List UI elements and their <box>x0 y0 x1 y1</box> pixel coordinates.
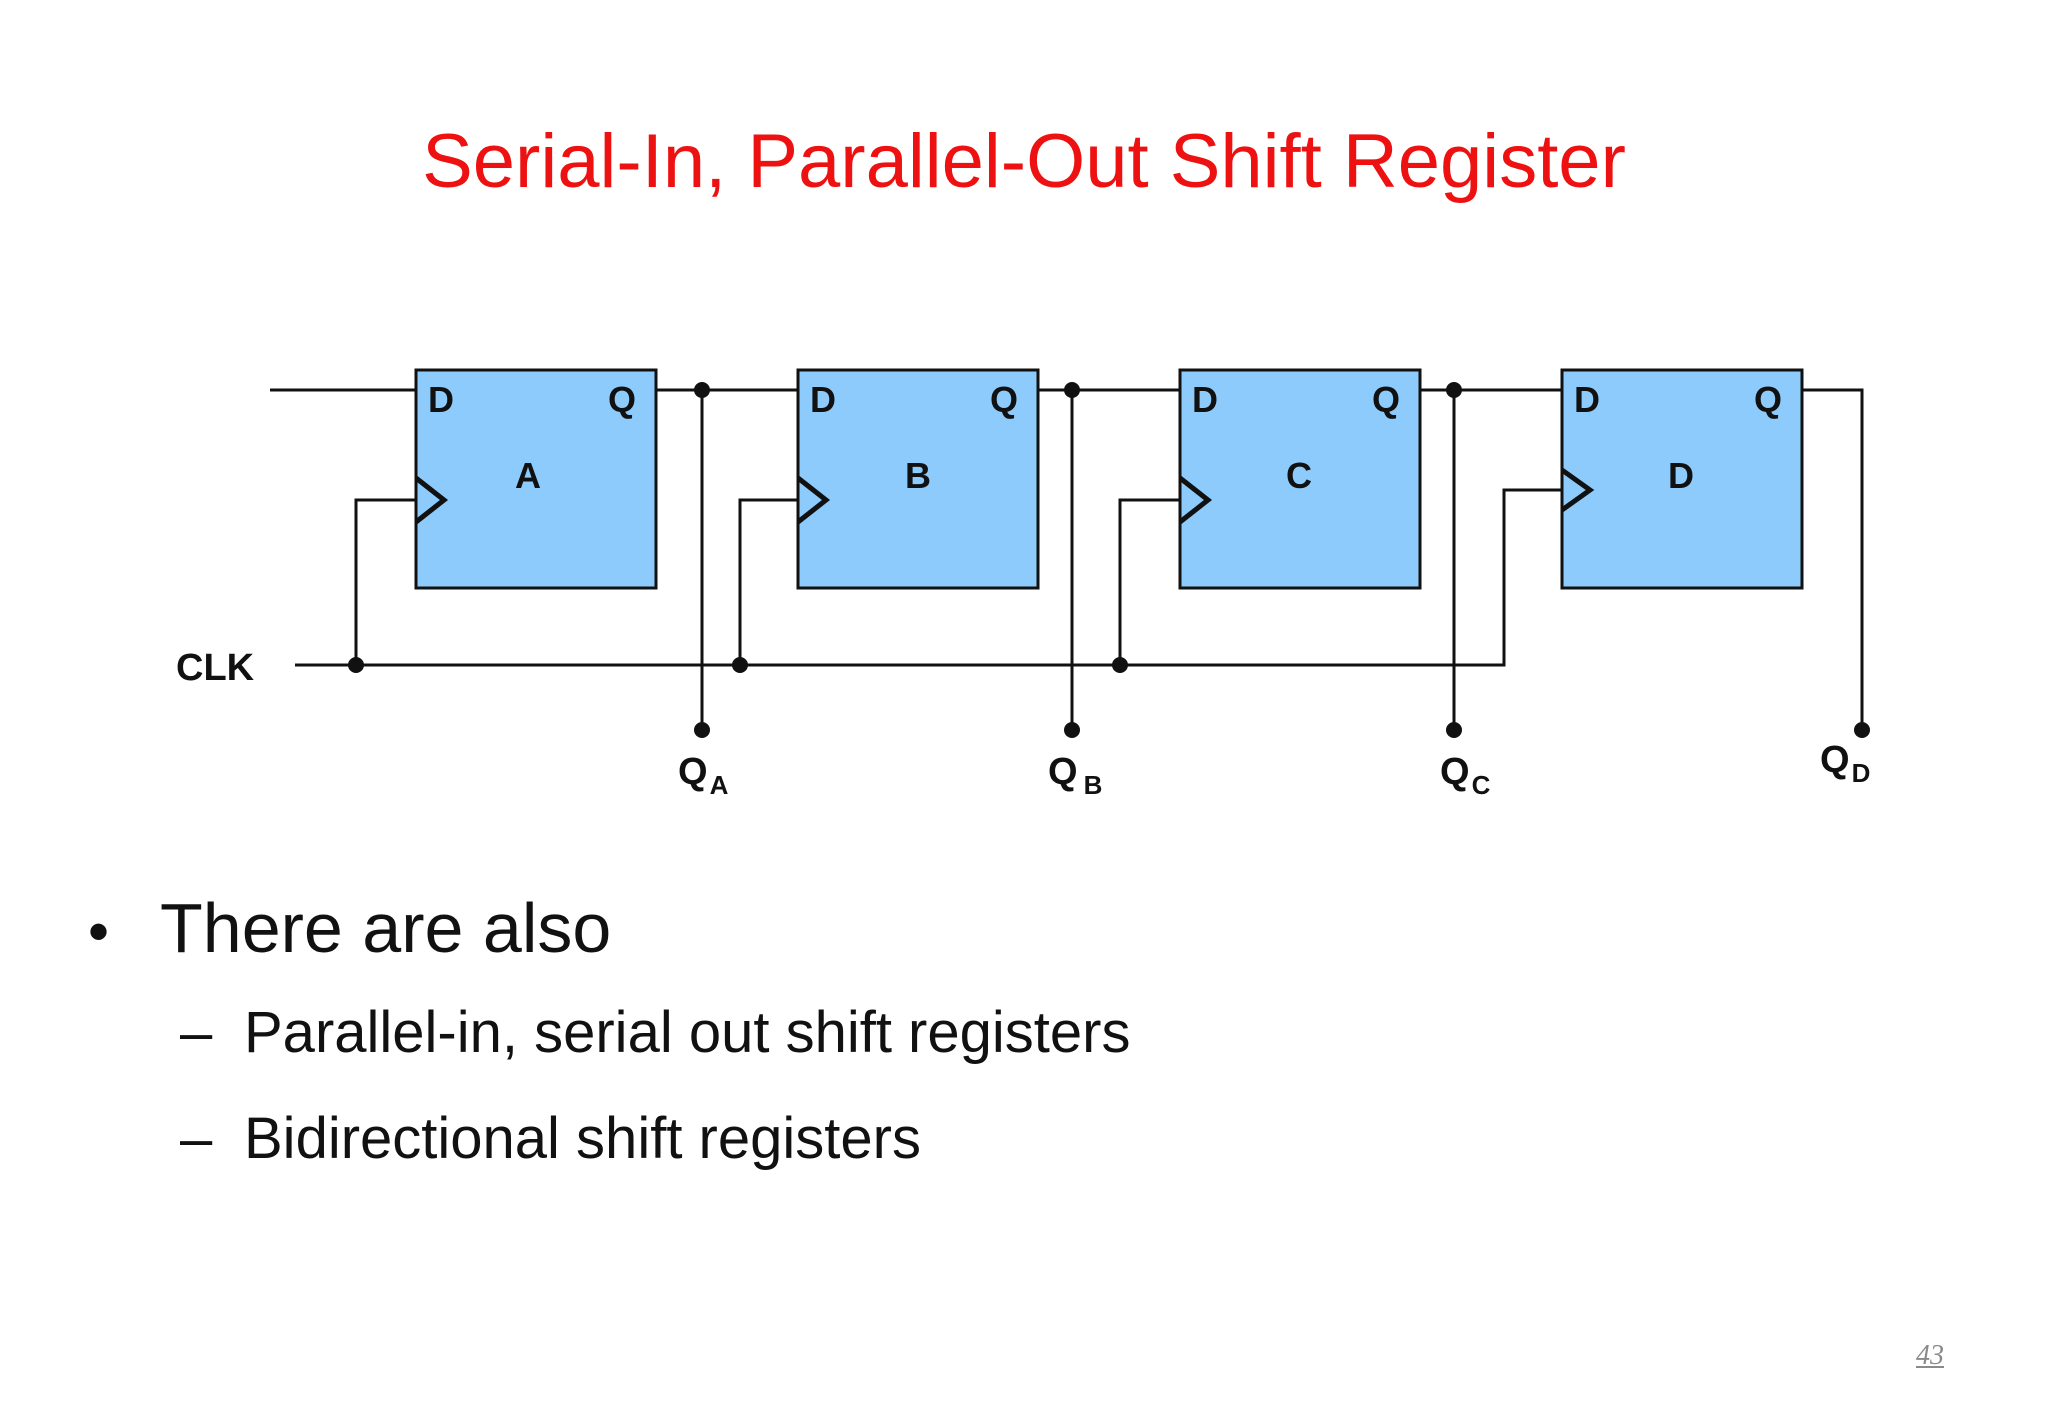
junction-dot <box>694 382 710 398</box>
ff-c-d-pin: D <box>1192 379 1218 420</box>
clock-label: CLK <box>176 647 255 689</box>
bullet-item: • There are also <box>88 880 1888 980</box>
junction-dot <box>694 722 710 738</box>
flip-flop-a-box <box>414 368 658 590</box>
junction-dots <box>348 382 1870 738</box>
junction-dot <box>1064 382 1080 398</box>
ff-a-q-pin: Q <box>608 379 636 420</box>
wires <box>270 388 1864 730</box>
ff-a-name: A <box>515 455 541 496</box>
junction-dot <box>1446 382 1462 398</box>
junction-dot <box>1854 722 1870 738</box>
ff-c-name: C <box>1286 455 1312 496</box>
ff-d-d-pin: D <box>1574 379 1600 420</box>
bullet-main-text: There are also <box>160 889 612 967</box>
sub-bullet-item: – Bidirectional shift registers <box>180 1086 1888 1192</box>
clock-triangle-a-icon <box>414 476 449 524</box>
sub-bullet-item: – Parallel-in, serial out shift register… <box>180 980 1888 1086</box>
clock-triangle-d-icon <box>1560 467 1595 513</box>
ff-b-d-pin: D <box>810 379 836 420</box>
slide-title: Serial-In, Parallel-Out Shift Register <box>422 119 1626 204</box>
flip-flop-c-box <box>1178 368 1422 590</box>
junction-dot <box>732 657 748 673</box>
dash-icon: – <box>180 1106 213 1171</box>
ff-b-name: B <box>905 455 931 496</box>
page-number: 43 <box>1916 1340 1944 1371</box>
junction-dot <box>348 657 364 673</box>
output-qa-label: QA <box>678 751 729 800</box>
output-qd-label: QD <box>1820 739 1870 788</box>
bullet-dot-icon: • <box>88 898 110 965</box>
clock-triangle-c-icon <box>1178 476 1213 524</box>
bullet-list: • There are also – Parallel-in, serial o… <box>88 880 1888 1192</box>
junction-dot <box>1064 722 1080 738</box>
ff-c-q-pin: Q <box>1372 379 1400 420</box>
flip-flop-d-box <box>1560 368 1804 590</box>
ff-b-q-pin: Q <box>990 379 1018 420</box>
output-qc-label: QC <box>1440 751 1491 800</box>
dash-icon: – <box>180 1000 213 1065</box>
sub-bullet-text: Parallel-in, serial out shift registers <box>244 1000 1131 1065</box>
flip-flop-b-box <box>796 368 1040 590</box>
sub-bullet-text: Bidirectional shift registers <box>244 1106 921 1171</box>
ff-a-d-pin: D <box>428 379 454 420</box>
junction-dot <box>1446 722 1462 738</box>
junction-dot <box>1112 657 1128 673</box>
ff-d-name: D <box>1668 455 1694 496</box>
ff-d-q-pin: Q <box>1754 379 1782 420</box>
clock-triangle-b-icon <box>796 476 831 524</box>
